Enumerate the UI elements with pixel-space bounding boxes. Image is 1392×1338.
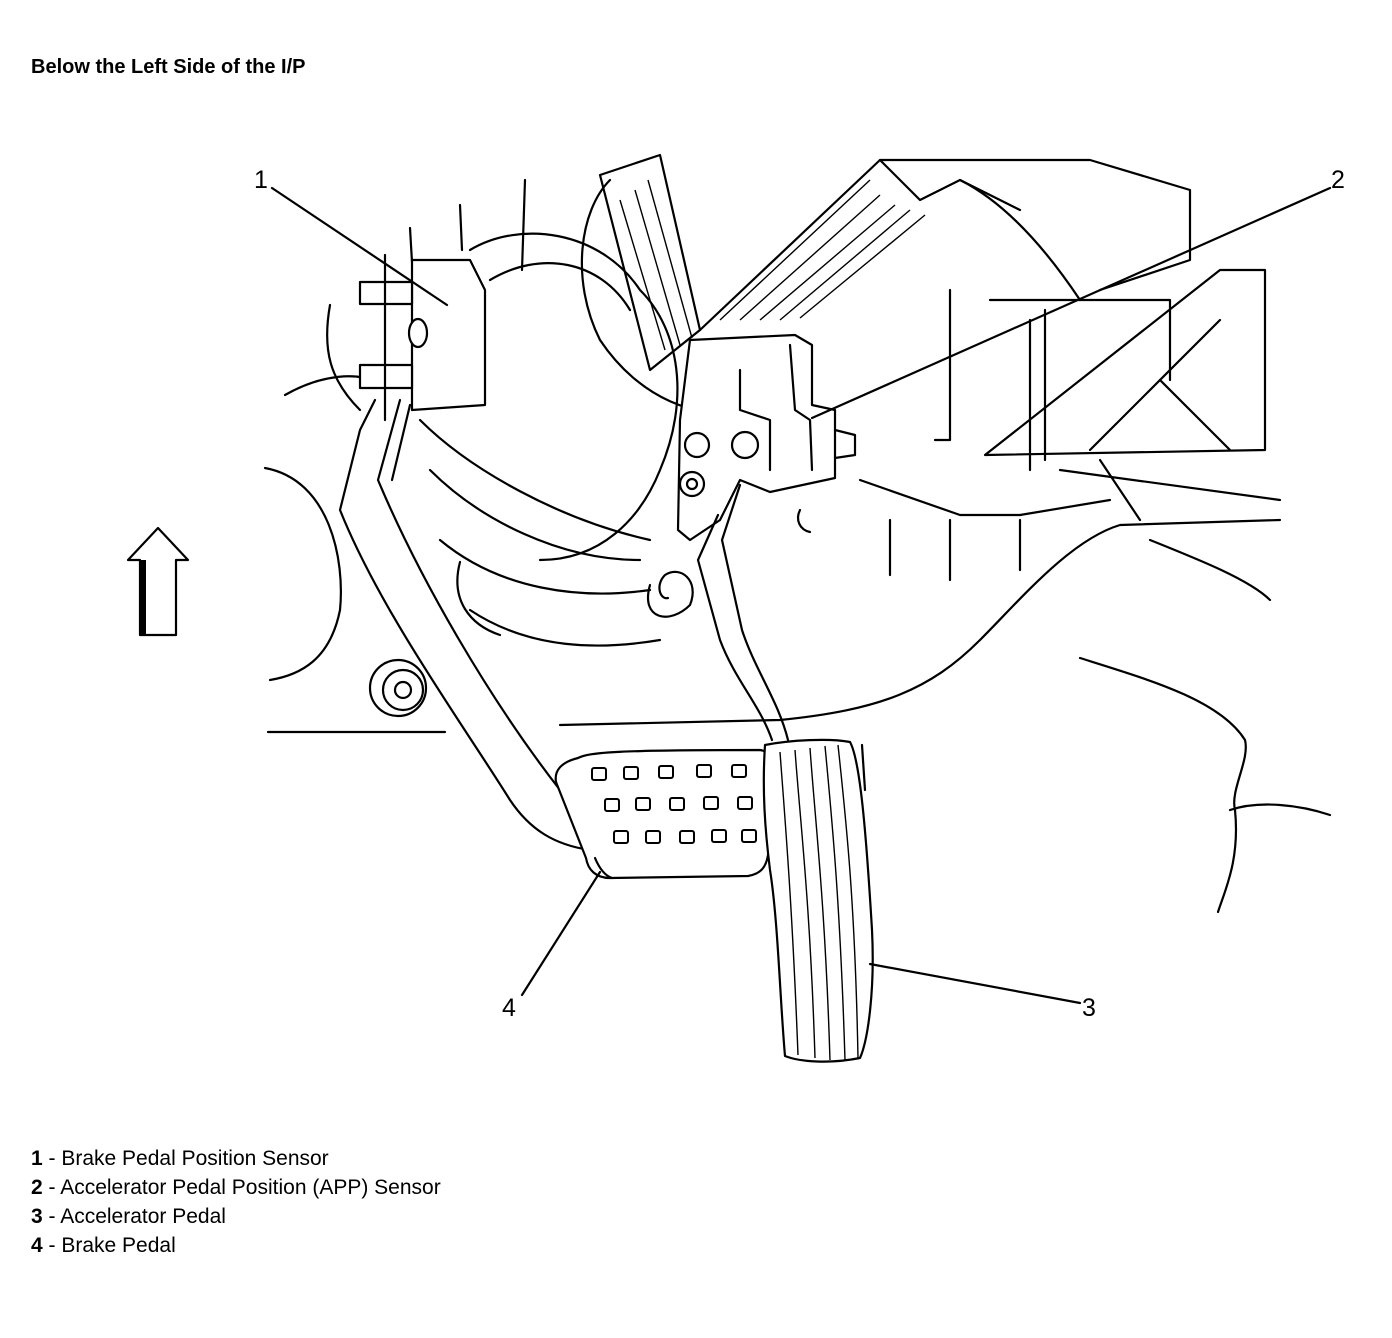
legend-number: 1 [31,1147,43,1170]
floor-panel [558,518,1332,914]
legend-separator: - [42,1234,62,1257]
legend-text: Accelerator Pedal [60,1205,226,1228]
legend-item-2: 2 - Accelerator Pedal Position (APP) Sen… [31,1173,441,1202]
legend-item-3: 3 - Accelerator Pedal [31,1202,441,1231]
up-arrow-icon [126,526,190,637]
legend-text: Brake Pedal [61,1234,176,1257]
page-title: Below the Left Side of the I/P [31,56,306,78]
brake-pedal-position-sensor [358,253,487,422]
legend-item-1: 1 - Brake Pedal Position Sensor [31,1144,441,1173]
brake-pedal [338,398,778,880]
legend: 1 - Brake Pedal Position Sensor 2 - Acce… [31,1144,441,1260]
legend-number: 3 [31,1205,43,1228]
callout-2: 2 [1331,166,1345,194]
callout-4: 4 [502,994,516,1022]
accelerator-pedal [696,483,874,1063]
legend-item-4: 4 - Brake Pedal [31,1231,441,1260]
legend-separator: - [42,1147,62,1170]
background-structure [263,178,527,734]
legend-text: Accelerator Pedal Position (APP) Sensor [60,1176,441,1199]
legend-separator: - [42,1205,61,1228]
legend-number: 2 [31,1176,43,1199]
callout-3: 3 [1082,994,1096,1022]
dash-structure [698,158,1282,582]
legend-text: Brake Pedal Position Sensor [61,1147,329,1170]
legend-number: 4 [31,1234,43,1257]
legend-separator: - [42,1176,61,1199]
app-sensor [676,333,857,542]
callout-1: 1 [254,166,268,194]
leader-lines [270,186,1332,1005]
